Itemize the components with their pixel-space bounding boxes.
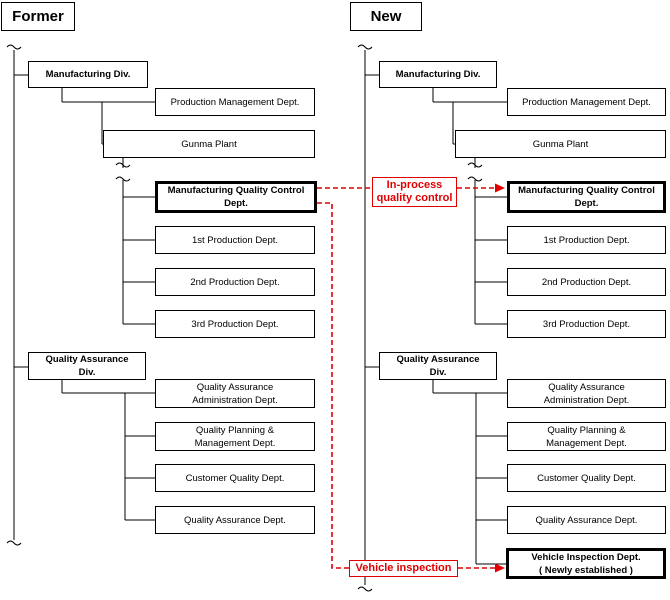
- new-quality-assurance-div: Quality Assurance Div.: [379, 352, 497, 380]
- in-process-arrowhead: [495, 183, 505, 193]
- break-mark: [357, 586, 373, 592]
- new-gunma-plant: Gunma Plant: [455, 130, 666, 158]
- former-1st-production-dept: 1st Production Dept.: [155, 226, 315, 254]
- vehicle-inspection-arrow-line: [317, 202, 349, 569]
- new-vehicle-inspection-dept: Vehicle Inspection Dept. ( Newly establi…: [506, 548, 666, 579]
- new-1st-production-dept: 1st Production Dept.: [507, 226, 666, 254]
- in-process-quality-control-label: In-process quality control: [372, 177, 457, 207]
- break-mark: [6, 540, 22, 546]
- new-qa-administration-dept: Quality Assurance Administration Dept.: [507, 379, 666, 408]
- former-gunma-plant: Gunma Plant: [103, 130, 315, 158]
- new-customer-quality-dept: Customer Quality Dept.: [507, 464, 666, 492]
- header-former: Former: [1, 2, 75, 31]
- former-2nd-production-dept: 2nd Production Dept.: [155, 268, 315, 296]
- break-mark: [115, 162, 131, 168]
- header-new: New: [350, 2, 422, 31]
- break-mark: [467, 176, 483, 182]
- former-quality-assurance-dept: Quality Assurance Dept.: [155, 506, 315, 534]
- former-qa-administration-dept: Quality Assurance Administration Dept.: [155, 379, 315, 408]
- former-manufacturing-div: Manufacturing Div.: [28, 61, 148, 88]
- break-mark: [6, 44, 22, 50]
- new-3rd-production-dept: 3rd Production Dept.: [507, 310, 666, 338]
- new-quality-planning-management-dept: Quality Planning & Management Dept.: [507, 422, 666, 451]
- break-mark: [357, 44, 373, 50]
- new-production-management-dept: Production Management Dept.: [507, 88, 666, 116]
- vehicle-inspection-label: Vehicle inspection: [349, 560, 458, 577]
- break-mark: [115, 176, 131, 182]
- former-quality-planning-management-dept: Quality Planning & Management Dept.: [155, 422, 315, 451]
- former-production-management-dept: Production Management Dept.: [155, 88, 315, 116]
- new-manufacturing-quality-control-dept: Manufacturing Quality Control Dept.: [507, 181, 666, 213]
- vehicle-inspection-arrowhead: [495, 563, 505, 573]
- break-mark: [467, 162, 483, 168]
- former-quality-assurance-div: Quality Assurance Div.: [28, 352, 146, 380]
- new-quality-assurance-dept: Quality Assurance Dept.: [507, 506, 666, 534]
- new-manufacturing-div: Manufacturing Div.: [379, 61, 497, 88]
- former-customer-quality-dept: Customer Quality Dept.: [155, 464, 315, 492]
- former-manufacturing-quality-control-dept: Manufacturing Quality Control Dept.: [155, 181, 317, 213]
- new-2nd-production-dept: 2nd Production Dept.: [507, 268, 666, 296]
- former-3rd-production-dept: 3rd Production Dept.: [155, 310, 315, 338]
